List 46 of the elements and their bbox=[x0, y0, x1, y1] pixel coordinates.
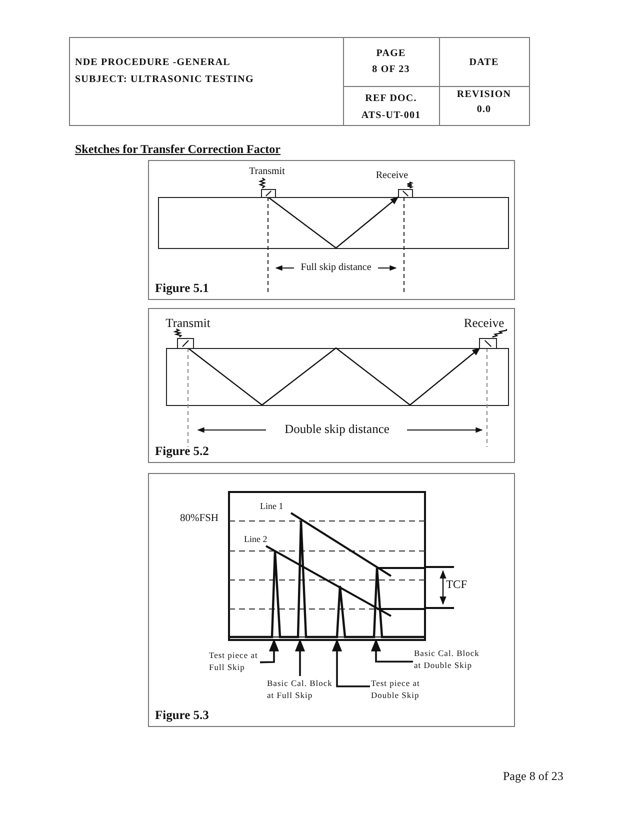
figure-label: Figure 5.3 bbox=[155, 708, 209, 722]
leader-line bbox=[260, 638, 280, 664]
transducer-probe bbox=[177, 338, 194, 349]
probe-label: Receive bbox=[456, 314, 512, 330]
header-text: PAGE bbox=[376, 48, 406, 60]
transducer-probe bbox=[261, 189, 276, 198]
header-text: NDE PROCEDURE -GENERAL bbox=[75, 57, 230, 68]
figure-label: Figure 5.1 bbox=[155, 280, 209, 295]
header-text: SUBJECT: ULTRASONIC TESTING bbox=[75, 74, 254, 86]
leader-line bbox=[370, 638, 413, 662]
callout-text: Test piece at Full Skip bbox=[209, 649, 261, 675]
header-text: REF DOC. bbox=[365, 93, 417, 104]
header-text: 0.0 bbox=[476, 104, 492, 116]
dimension-label: Full skip distance bbox=[300, 262, 372, 274]
dimension-label: TCF bbox=[446, 579, 468, 592]
level-label: 80%FSH bbox=[180, 513, 219, 526]
figure-panel bbox=[148, 308, 515, 463]
beam-path-arrow bbox=[268, 196, 399, 249]
line-label: Line 1 bbox=[260, 501, 284, 512]
probe-label: Receive bbox=[370, 169, 414, 183]
callout-text: Basic Cal. Block at Full Skip bbox=[267, 677, 335, 703]
callout-text: Test piece at Double Skip bbox=[371, 677, 433, 703]
leader-line bbox=[332, 638, 370, 688]
a-scan-drawing bbox=[228, 491, 426, 641]
figure-panel bbox=[148, 160, 515, 300]
header-text: DATE bbox=[469, 57, 499, 68]
header-text: ATS-UT-001 bbox=[361, 110, 421, 122]
figure-panel bbox=[148, 473, 515, 727]
cable-line bbox=[173, 328, 182, 338]
callout-text: Basic Cal. Block at Double Skip bbox=[414, 647, 486, 673]
leader-line bbox=[294, 638, 306, 676]
section-heading: Sketches for Transfer Correction Factor bbox=[75, 143, 281, 157]
figure-label: Figure 5.2 bbox=[155, 444, 209, 458]
header-text: REVISION bbox=[456, 89, 512, 100]
transducer-probe bbox=[479, 338, 497, 349]
header-text: 8 OF 23 bbox=[372, 64, 410, 76]
transducer-probe bbox=[398, 189, 413, 198]
page-number: Page 8 of 23 bbox=[503, 770, 564, 784]
line-label: Line 2 bbox=[244, 534, 268, 544]
cable-line bbox=[406, 181, 414, 189]
dimension-label: Double skip distance bbox=[282, 422, 392, 436]
probe-label: Transmit bbox=[244, 165, 290, 179]
probe-label: Transmit bbox=[161, 314, 215, 330]
beam-path-arrow bbox=[188, 347, 480, 406]
cable-line bbox=[492, 328, 508, 338]
cable-line bbox=[258, 178, 266, 188]
